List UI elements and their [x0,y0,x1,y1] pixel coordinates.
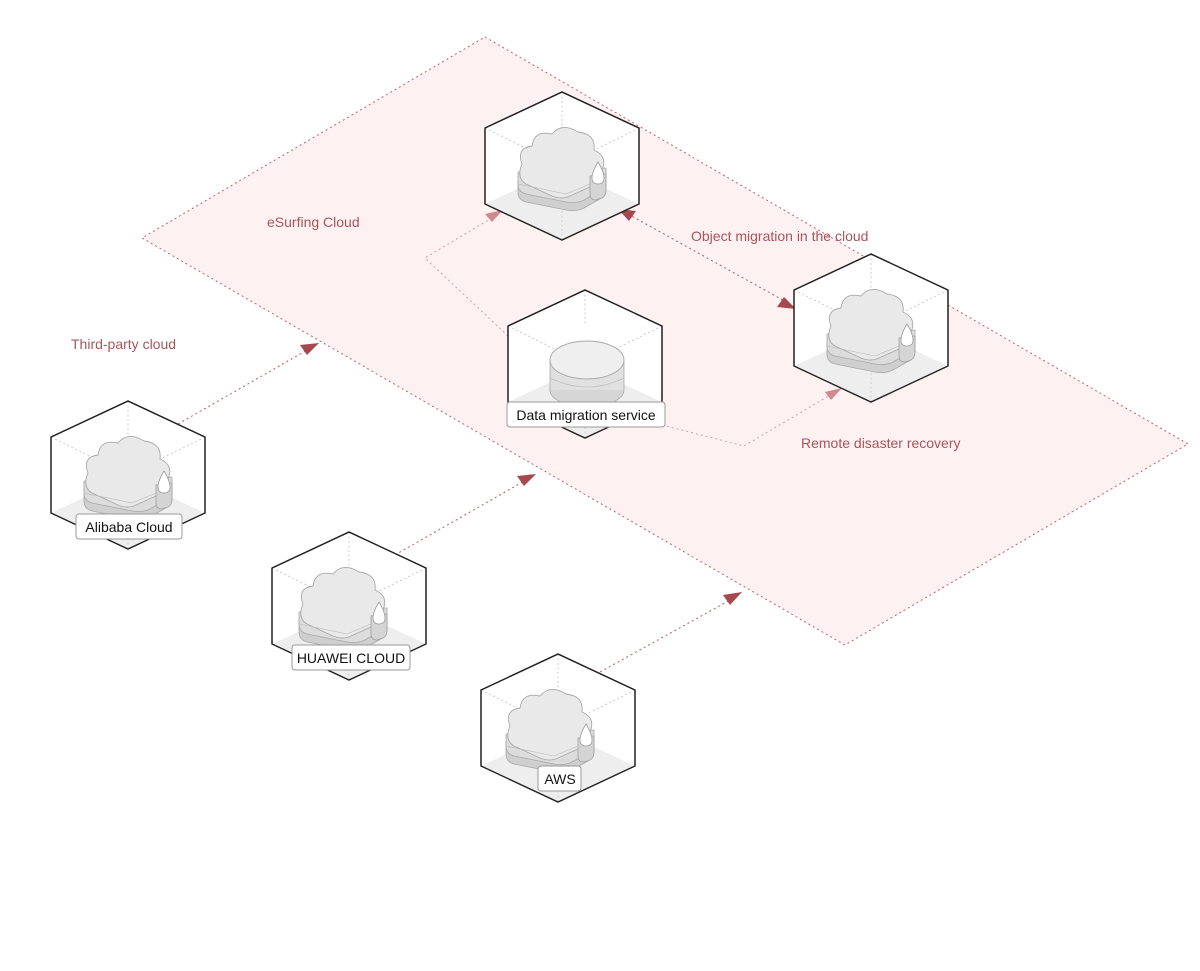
object-migration-label: Object migration in the cloud [691,228,868,244]
data-migration-service-node[interactable]: Data migration service [506,289,666,439]
huawei-tag [291,644,411,671]
huawei-cloud-node[interactable]: HUAWEI CLOUD [271,531,427,681]
database-disk-icon [549,340,625,408]
aws-to-esurfing-arrow [723,592,742,605]
aws-node[interactable]: AWS [480,653,636,803]
alibaba-to-esurfing-arrow [300,343,319,355]
huawei-label: HUAWEI CLOUD [297,650,405,666]
aws-to-esurfing-line [599,598,733,673]
huawei-to-esurfing-line [394,479,527,556]
service-to-right-cloud-arrow [825,388,842,400]
object-migration-arrow-down [777,297,796,309]
alibaba-cloud-node[interactable]: Alibaba Cloud [50,400,206,550]
esurfing-cloud-zone [141,36,1189,646]
remote-dr-label: Remote disaster recovery [801,435,961,451]
object-migration-line [627,213,791,305]
service-to-top-cloud-arrow [485,210,503,222]
huawei-to-esurfing-arrow [517,474,536,486]
third-party-zone-label: Third-party cloud [71,336,176,352]
alibaba-tag [75,513,183,540]
alibaba-label: Alibaba Cloud [85,519,172,535]
service-tag [506,401,666,428]
esurfing-zone-label: eSurfing Cloud [267,214,360,230]
aws-label: AWS [544,771,575,787]
service-label: Data migration service [516,407,655,423]
alibaba-to-esurfing-line [177,348,310,425]
aws-tag [537,765,582,792]
